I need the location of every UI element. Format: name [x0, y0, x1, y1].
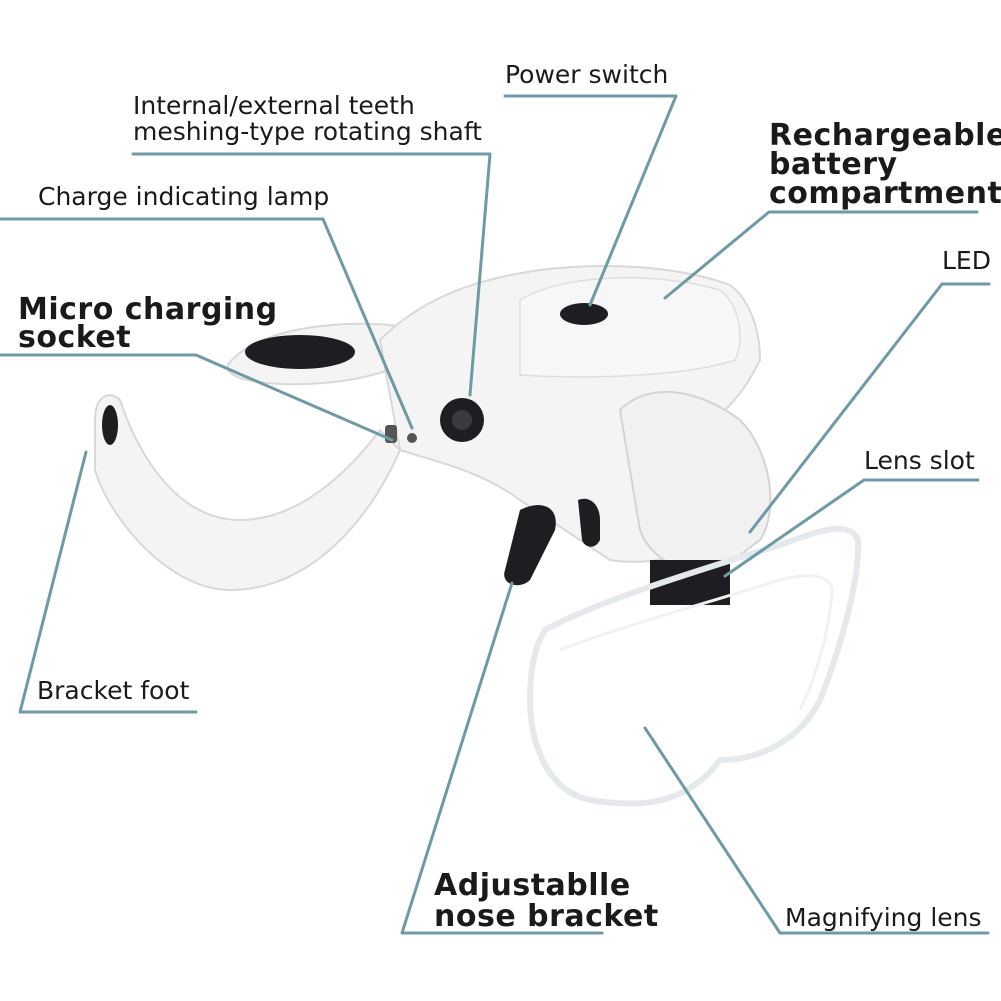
magnifying-lens-label: Magnifying lens: [785, 903, 982, 932]
charge-lamp: [407, 433, 417, 443]
power-switch-label: Power switch: [505, 60, 669, 89]
battery-label: Rechargeable battery compartment: [769, 118, 1001, 211]
power-button: [560, 303, 608, 325]
leader-charge-lamp: [0, 217, 414, 430]
leader-nose-bracket: [400, 581, 604, 935]
magnifying-lens: [526, 525, 862, 807]
rotating-shaft-label-line1: Internal/external teeth: [133, 91, 415, 120]
rotating-shaft-label-line2: meshing-type rotating shaft: [133, 117, 482, 146]
leader-lens-slot: [723, 478, 980, 578]
nose-bracket: [504, 505, 556, 586]
bracket-foot-label: Bracket foot: [37, 676, 190, 705]
leader-led: [748, 282, 991, 534]
leader-battery: [663, 210, 979, 300]
charge-lamp-label: Charge indicating lamp: [38, 182, 330, 211]
battery-label-line3: compartment: [769, 176, 1001, 211]
nose-bracket-label: Adjustablle nose bracket: [434, 870, 659, 932]
bracket-arm: [94, 394, 402, 592]
nose-bracket-label-line2: nose bracket: [434, 899, 659, 934]
led-label: LED: [942, 246, 991, 275]
leader-power-switch: [503, 94, 678, 307]
bracket-foot-pad: [102, 405, 118, 445]
leader-bracket-foot: [18, 450, 198, 714]
leader-magnifying-lens: [643, 726, 990, 935]
micro-socket-label: Micro charging socket: [18, 292, 278, 355]
wing-pad-cushion: [245, 335, 355, 369]
battery-label-line2: battery: [769, 147, 898, 182]
battery-label-line1: Rechargeable: [769, 118, 1001, 153]
lens-slot-label: Lens slot: [864, 446, 975, 475]
rotating-shaft-label: Internal/external teeth meshing-type rot…: [133, 93, 482, 145]
micro-socket-label-line1: Micro charging: [18, 292, 278, 327]
micro-socket-label-line2: socket: [18, 320, 132, 355]
leader-rotating-shaft: [131, 152, 492, 397]
nose-bracket-label-line1: Adjustablle: [434, 868, 631, 903]
leader-micro-socket: [0, 353, 394, 442]
